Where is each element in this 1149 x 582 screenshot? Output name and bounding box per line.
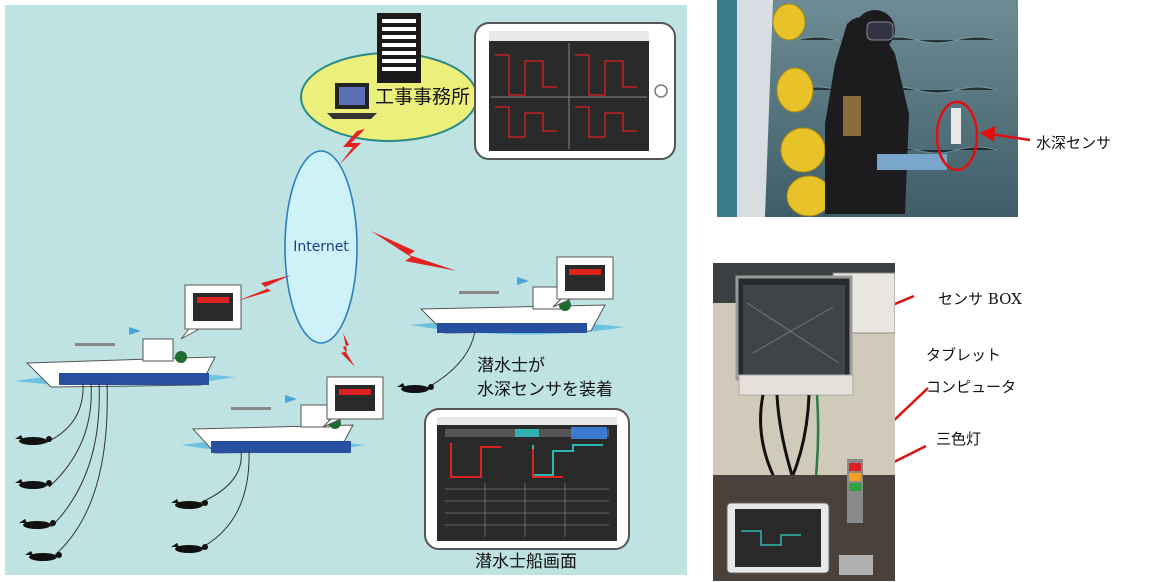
diver-icons: [15, 383, 434, 561]
diver-photo-art: [717, 0, 1018, 217]
tablet-label-line1: タブレット: [926, 346, 1002, 364]
system-diagram: 工事事務所 Internet: [15, 13, 676, 572]
diver-boat-tablet: [424, 408, 630, 550]
sensor-box-photo-art: [713, 263, 895, 581]
tablet-screen-label: 潜水士船画面: [475, 552, 577, 572]
tablet-label-line2: コンピュータ: [926, 378, 1017, 396]
boat-middle: [181, 395, 365, 454]
sensor-box-photo: [713, 263, 895, 581]
diver-wearing-line1: 潜水士が: [477, 356, 545, 376]
internet-label: Internet: [293, 239, 349, 255]
diver-photo: [717, 0, 1018, 217]
internet-ellipse: [284, 150, 358, 344]
diver-wearing-line2: 水深センサを装着: [477, 380, 613, 400]
boat-left: [15, 327, 235, 388]
depth-sensor-label: 水深センサ: [1036, 134, 1112, 152]
bubble-middle-tablet: [322, 376, 384, 428]
laptop-icon: [327, 83, 377, 119]
sensor-box-label: センサ BOX: [938, 290, 1022, 308]
boat-right: [409, 277, 625, 335]
tri-lamp-label: 三色灯: [936, 430, 982, 448]
bubble-left-tablet: [180, 284, 242, 340]
office-building-icon: [377, 13, 421, 83]
lightning-bolts: [237, 129, 457, 367]
office-tablet: [474, 22, 676, 160]
office-label: 工事事務所: [375, 86, 470, 108]
system-diagram-panel: 工事事務所 Internet: [5, 5, 687, 575]
bubble-right-tablet: [552, 256, 614, 308]
